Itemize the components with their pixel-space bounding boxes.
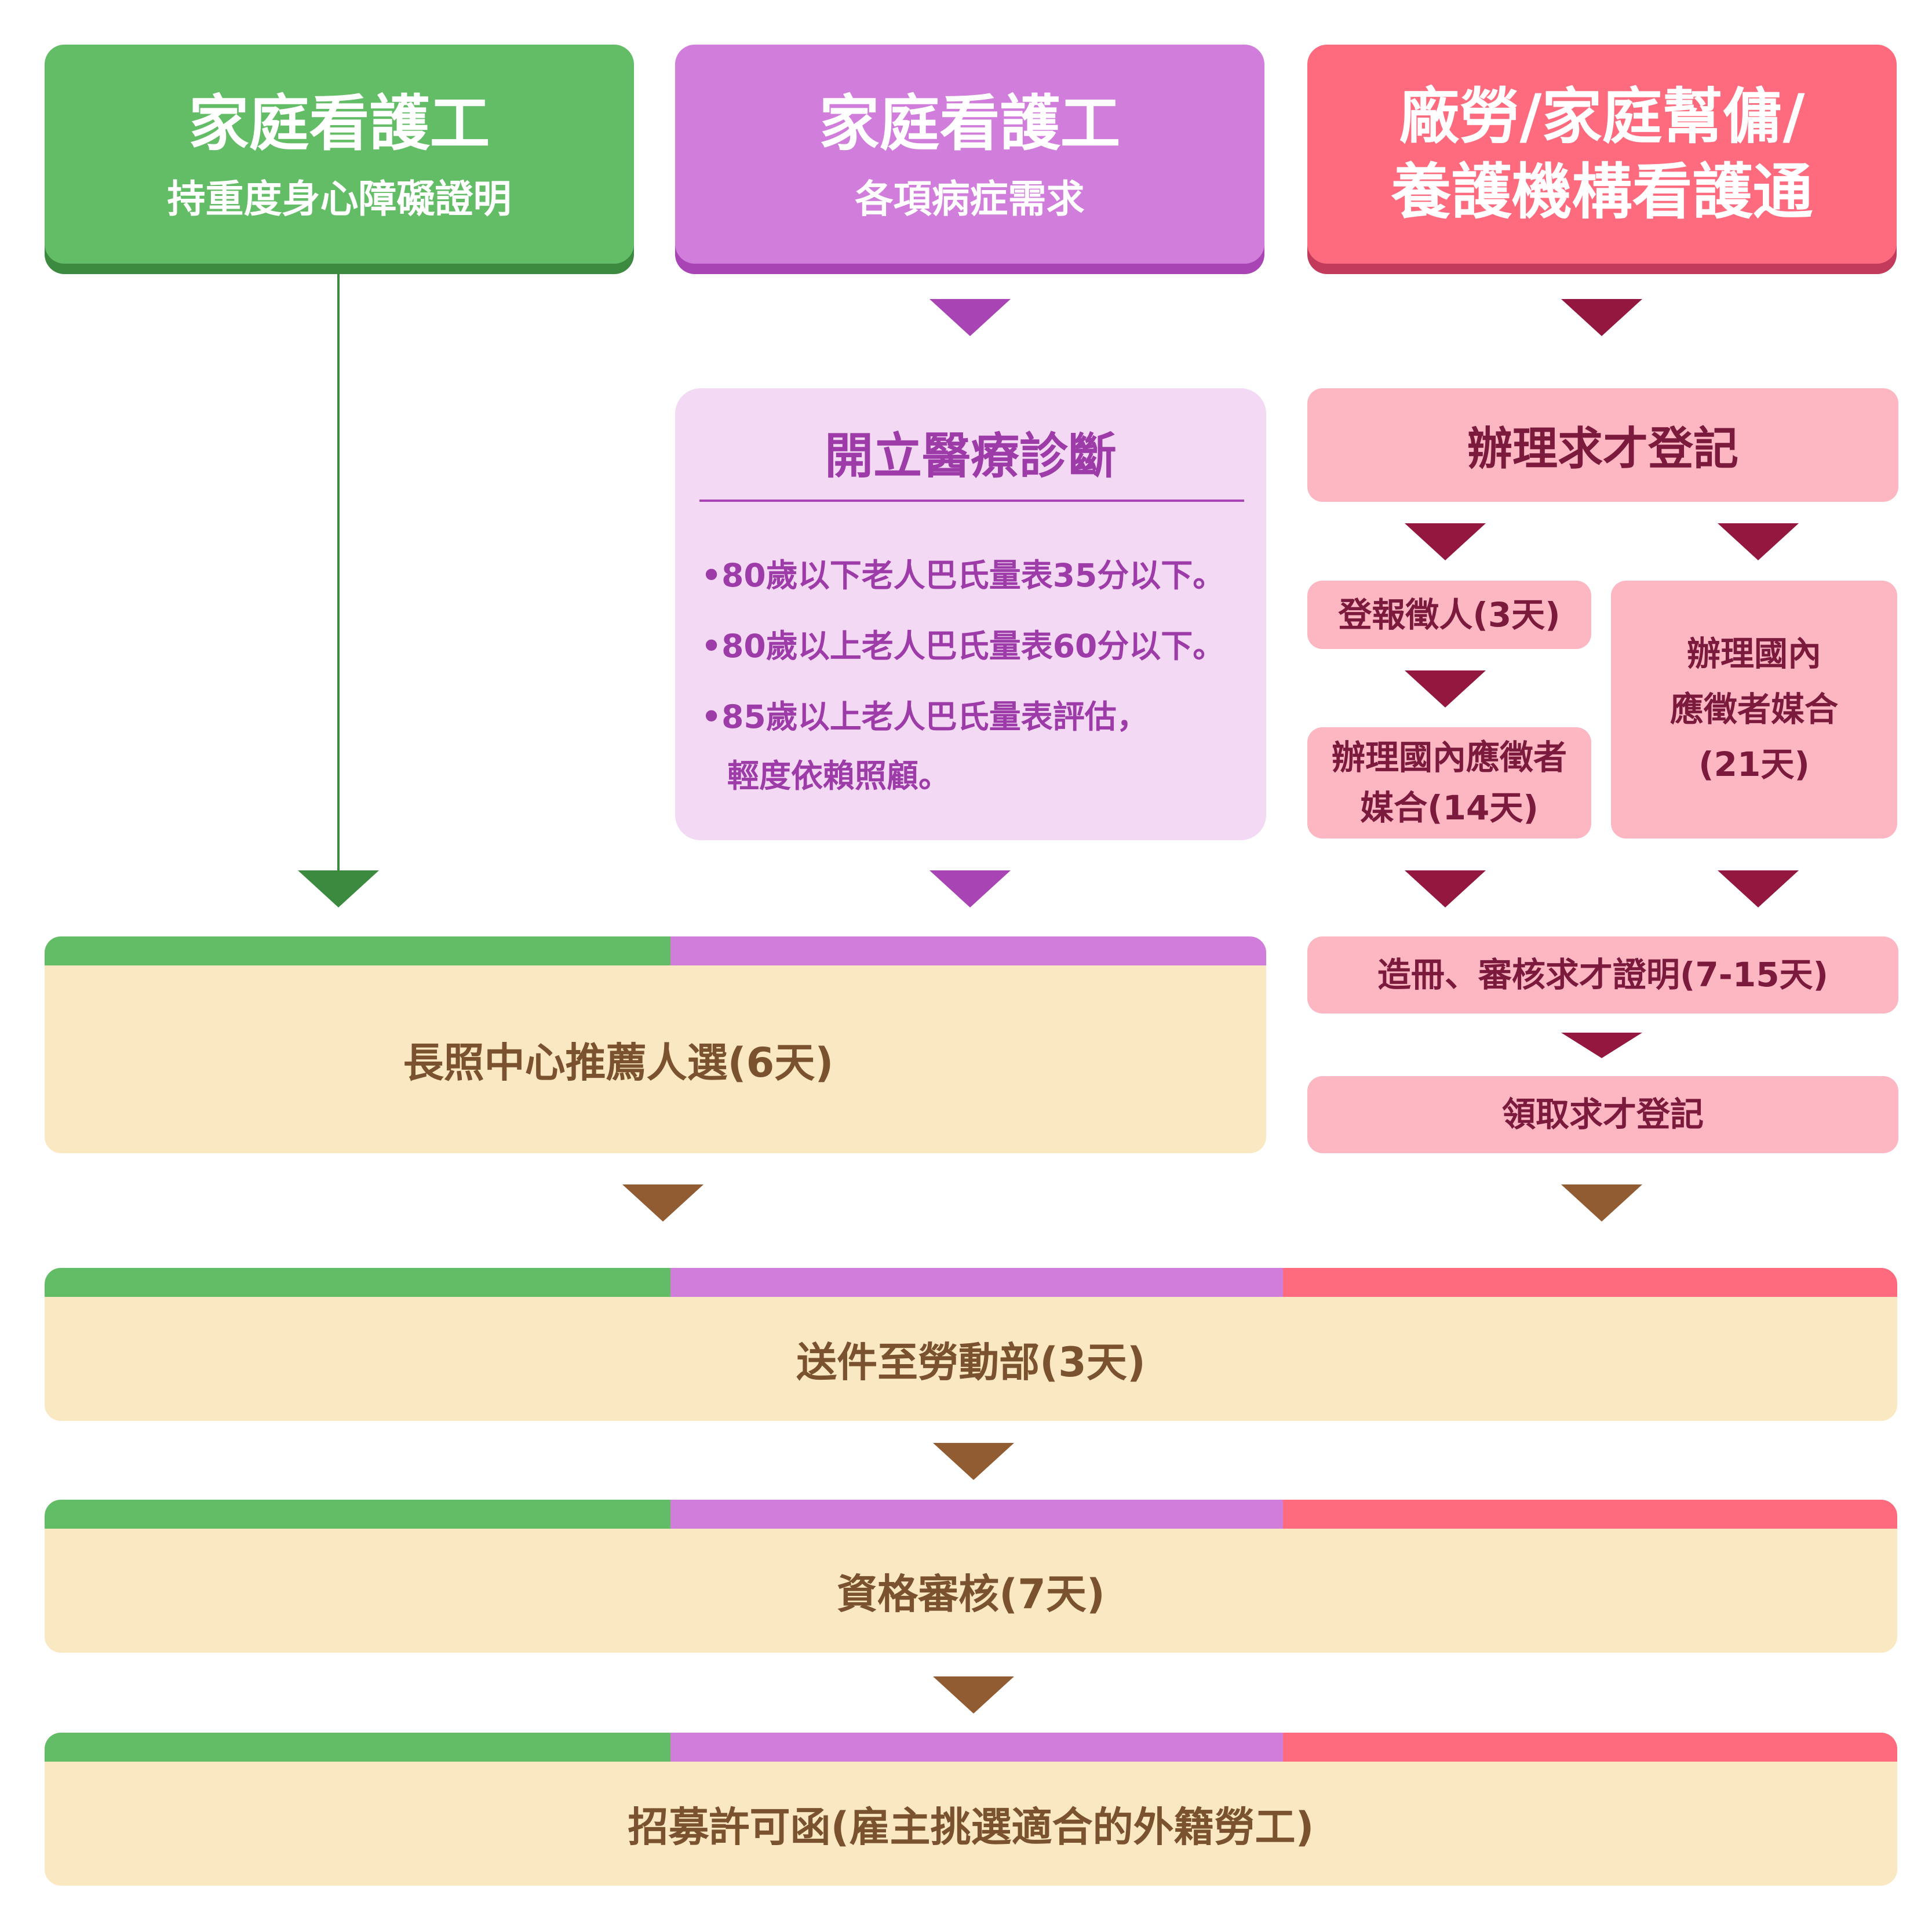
step-label: 送件至勞動部(3天): [796, 1338, 1146, 1386]
newspaper-recruit-box: 登報徵人(3天): [1307, 581, 1591, 649]
header-subtitle: 持重度身心障礙證明: [167, 176, 512, 221]
box-line: 應徵者媒合: [1669, 689, 1838, 729]
header-title-line1: 廠勞/家庭幫傭/: [1399, 81, 1805, 152]
box-line: 辦理國內: [1686, 633, 1821, 673]
ltc-recommend-bar: 長照中心推薦人選(6天): [45, 936, 1266, 1153]
color-strip-purple: [670, 936, 1266, 965]
medical-diagnosis-title: 開立醫療診斷: [824, 428, 1117, 484]
box-line: 辦理國內應徵者: [1331, 738, 1567, 777]
header-title-line2: 養護機構看護通: [1391, 156, 1813, 227]
job-registration-box: 辦理求才登記: [1307, 388, 1898, 502]
arrow-down-icon: [1561, 1184, 1642, 1222]
color-strip-green: [45, 936, 670, 965]
arrow-down-icon: [933, 1676, 1014, 1714]
criteria-item: •85歲以上老人巴氏量表評估，: [701, 698, 1149, 735]
header-home-care-disability: 家庭看護工 持重度身心障礙證明: [45, 45, 634, 264]
step-label: 長照中心推薦人選(6天): [403, 1038, 834, 1087]
arrow-down-icon: [929, 870, 1011, 907]
header-title: 家庭看護工: [188, 88, 490, 159]
domestic-match-21-box: 辦理國內 應徵者媒合 (21天): [1611, 581, 1897, 839]
arrow-down-icon: [622, 1184, 703, 1222]
header-subtitle: 各項病症需求: [855, 176, 1085, 221]
arrow-down-icon: [929, 299, 1011, 336]
arrow-down-icon: [1718, 870, 1799, 907]
step-label: 資格審核(7天): [837, 1570, 1105, 1618]
header-factory-helper-institution: 廠勞/家庭幫傭/ 養護機構看護通: [1307, 45, 1897, 264]
criteria-item: •80歲以上老人巴氏量表60分以下。: [701, 628, 1225, 665]
arrow-down-icon: [1718, 523, 1799, 560]
arrow-down-icon: [1561, 299, 1642, 336]
recruitment-permit-bar: 招募許可函(雇主挑選適合的外籍勞工): [45, 1733, 1897, 1886]
qualification-review-bar: 資格審核(7天): [45, 1500, 1897, 1653]
arrow-down-icon: [298, 870, 379, 907]
color-strip-green: [45, 1733, 670, 1762]
color-strip-purple: [670, 1500, 1283, 1529]
arrow-down-icon: [933, 1443, 1014, 1480]
arrow-down-icon: [1405, 870, 1486, 907]
arrow-down-icon: [1405, 670, 1486, 708]
box-line: (21天): [1698, 745, 1810, 785]
header-home-care-illness: 家庭看護工 各項病症需求: [675, 45, 1264, 264]
color-strip-green: [45, 1268, 670, 1297]
color-strip-red: [1283, 1500, 1897, 1529]
color-strip-red: [1283, 1733, 1897, 1762]
registry-review-box: 造冊、審核求才證明(7-15天): [1307, 936, 1898, 1014]
box-line: 媒合(14天): [1360, 788, 1539, 828]
left-connector-line: [337, 274, 340, 870]
color-strip-purple: [670, 1733, 1283, 1762]
submit-labor-ministry-bar: 送件至勞動部(3天): [45, 1268, 1897, 1421]
color-strip-green: [45, 1500, 670, 1529]
arrow-down-icon: [1561, 1033, 1642, 1058]
divider: [699, 500, 1244, 502]
domestic-match-14-box: 辦理國內應徵者 媒合(14天): [1307, 727, 1591, 839]
arrow-down-icon: [1405, 523, 1486, 560]
criteria-item: •80歲以下老人巴氏量表35分以下。: [701, 557, 1225, 594]
color-strip-red: [1283, 1268, 1897, 1297]
criteria-item: 輕度依賴照顧。: [727, 757, 951, 794]
step-label: 招募許可函(雇主挑選適合的外籍勞工): [628, 1803, 1314, 1851]
color-strip-purple: [670, 1268, 1283, 1297]
collect-registration-box: 領取求才登記: [1307, 1076, 1898, 1153]
header-title: 家庭看護工: [819, 88, 1121, 159]
medical-diagnosis-box: 開立醫療診斷 •80歲以下老人巴氏量表35分以下。 •80歲以上老人巴氏量表60…: [675, 388, 1266, 840]
